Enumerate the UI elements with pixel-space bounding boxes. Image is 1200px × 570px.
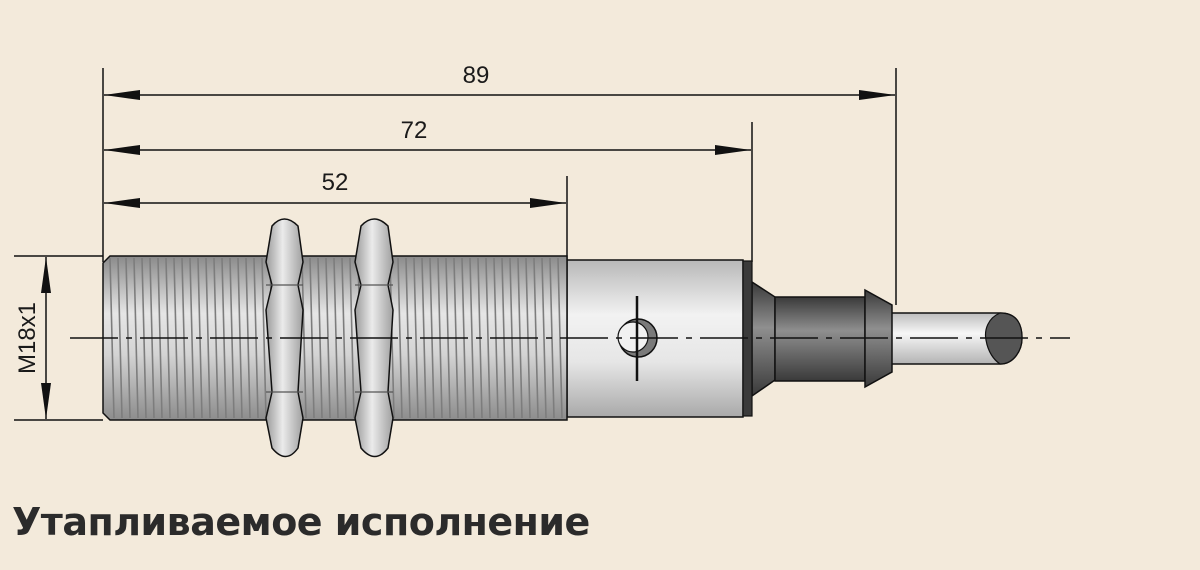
dimension-label-52: 52 bbox=[322, 169, 349, 196]
thread-line bbox=[133, 257, 139, 419]
thread-line bbox=[469, 257, 475, 419]
dimension-label-thread: M18x1 bbox=[14, 302, 41, 374]
thread-line bbox=[205, 257, 211, 419]
thread-line bbox=[413, 257, 419, 419]
caption: Утапливаемое исполнение bbox=[12, 500, 590, 544]
thread-line bbox=[341, 257, 347, 419]
cable-gland bbox=[751, 280, 893, 398]
thread-line bbox=[485, 257, 491, 419]
thread-line bbox=[189, 257, 195, 419]
thread-line bbox=[541, 257, 547, 419]
extension-lines bbox=[14, 68, 897, 421]
dimension-lines bbox=[41, 90, 895, 419]
thread-line bbox=[117, 257, 123, 419]
thread-line bbox=[261, 257, 267, 419]
dimension-label-72: 72 bbox=[401, 117, 428, 144]
thread-line bbox=[397, 257, 403, 419]
dimension-label-89: 89 bbox=[463, 62, 490, 89]
